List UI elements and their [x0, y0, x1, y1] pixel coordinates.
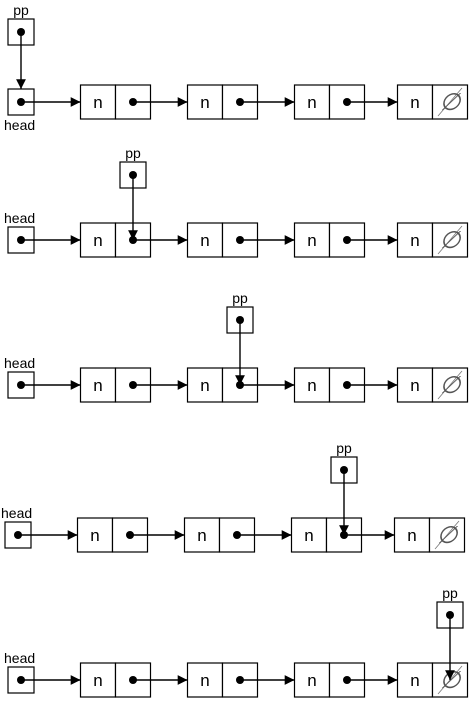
null-symbol: ∅	[440, 668, 462, 694]
node-value-cell	[393, 517, 431, 553]
pp-label: pp	[232, 290, 248, 306]
node-value-cell	[186, 222, 224, 258]
pp-label: pp	[336, 440, 352, 456]
pp-pointer: pp	[436, 585, 464, 680]
node-value-label: n	[307, 231, 316, 250]
list-node: n	[293, 662, 398, 698]
null-slash	[437, 370, 463, 400]
head-label: head	[1, 505, 32, 521]
null-symbol: ∅	[440, 373, 462, 399]
list-node: n	[293, 367, 398, 403]
node-value-cell	[79, 662, 117, 698]
node-value-label: n	[307, 376, 316, 395]
node-value-cell	[293, 367, 331, 403]
list-node: n	[79, 367, 188, 403]
node-value-label: n	[93, 671, 102, 690]
node-value-label: n	[304, 526, 313, 545]
pp-label: pp	[125, 145, 141, 161]
list-node: n	[79, 222, 188, 258]
node-value-cell	[183, 517, 221, 553]
list-node: n	[293, 222, 398, 258]
pp-label: pp	[442, 585, 458, 601]
node-value-cell	[186, 662, 224, 698]
node-value-label: n	[410, 376, 419, 395]
pp-pointer: pp	[226, 290, 254, 385]
node-value-label: n	[197, 526, 206, 545]
null-slash	[434, 520, 460, 550]
node-value-label: n	[93, 231, 102, 250]
node-value-label: n	[410, 231, 419, 250]
null-symbol: ∅	[440, 90, 462, 116]
node-value-label: n	[307, 93, 316, 112]
null-slash	[437, 225, 463, 255]
list-node: n	[186, 222, 295, 258]
node-value-label: n	[307, 671, 316, 690]
list-node: n	[79, 662, 188, 698]
null-symbol: ∅	[437, 523, 459, 549]
list-node: n	[79, 84, 188, 120]
node-value-label: n	[200, 376, 209, 395]
node-value-label: n	[410, 93, 419, 112]
list-node: n∅	[396, 222, 469, 258]
list-node: n	[293, 84, 398, 120]
list-node: n	[186, 367, 295, 403]
node-value-label: n	[407, 526, 416, 545]
list-node: n	[183, 517, 292, 553]
node-value-cell	[293, 222, 331, 258]
node-value-cell	[76, 517, 114, 553]
node-value-cell	[396, 84, 434, 120]
list-node: n	[186, 84, 295, 120]
pp-pointer: pp	[330, 440, 358, 535]
node-value-cell	[293, 84, 331, 120]
null-slash	[437, 87, 463, 117]
list-node: n∅	[393, 517, 466, 553]
node-value-label: n	[93, 376, 102, 395]
node-value-cell	[79, 367, 117, 403]
list-node: n∅	[396, 367, 469, 403]
list-node: n∅	[396, 662, 469, 698]
node-value-label: n	[200, 671, 209, 690]
list-node: n∅	[396, 84, 469, 120]
head-label: head	[4, 650, 35, 666]
head-label: head	[4, 355, 35, 371]
node-value-cell	[290, 517, 328, 553]
node-value-cell	[396, 662, 434, 698]
node-value-label: n	[200, 231, 209, 250]
pp-pointer: pp	[7, 2, 35, 89]
head-label: head	[4, 210, 35, 226]
node-value-cell	[293, 662, 331, 698]
node-value-cell	[79, 84, 117, 120]
null-symbol: ∅	[440, 228, 462, 254]
node-value-label: n	[410, 671, 419, 690]
list-node: n	[76, 517, 185, 553]
node-value-cell	[186, 367, 224, 403]
list-node: n	[290, 517, 395, 553]
pp-pointer: pp	[119, 145, 147, 240]
list-node: n	[186, 662, 295, 698]
node-value-label: n	[90, 526, 99, 545]
node-value-label: n	[93, 93, 102, 112]
pp-label: pp	[13, 2, 29, 18]
node-value-cell	[396, 222, 434, 258]
node-value-label: n	[200, 93, 209, 112]
head-label: head	[4, 117, 35, 133]
